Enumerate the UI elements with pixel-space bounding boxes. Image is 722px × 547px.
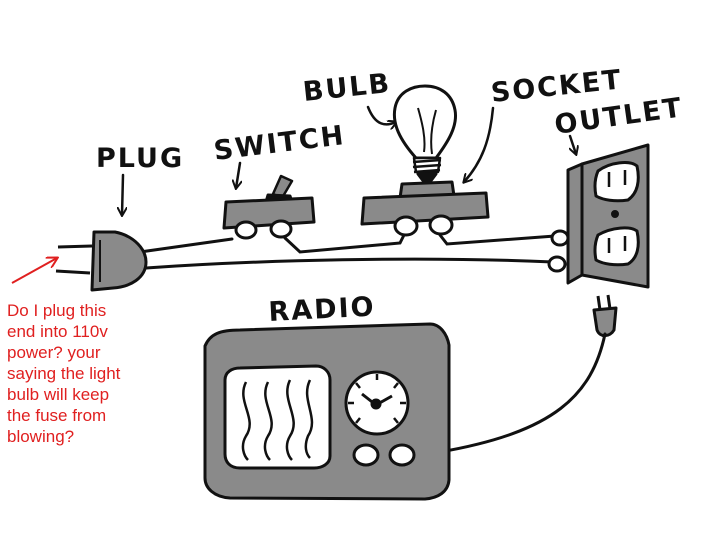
label-radio: RADIO xyxy=(268,291,377,328)
switch xyxy=(222,174,316,240)
outlet xyxy=(547,143,650,289)
question-line: blowing? xyxy=(7,427,75,446)
question-line: Do I plug this xyxy=(7,301,107,320)
question-line: power? your xyxy=(7,343,101,362)
arrow-socket xyxy=(464,106,495,182)
annotation-arrow xyxy=(11,258,57,284)
question-note: Do I plug this end into 110v power? your… xyxy=(7,300,157,447)
label-arrows xyxy=(122,105,576,215)
wires xyxy=(138,231,557,270)
radio-plug xyxy=(592,294,618,338)
radio xyxy=(203,322,451,501)
question-line: end into 110v xyxy=(7,322,108,341)
socket xyxy=(360,180,490,237)
arrow-switch xyxy=(236,161,240,188)
arrow-plug xyxy=(122,173,123,215)
label-bulb: BULB xyxy=(301,68,392,108)
radio-cord xyxy=(438,332,607,454)
label-switch: SWITCH xyxy=(212,120,347,167)
plug xyxy=(55,230,148,292)
arrow-bulb xyxy=(366,105,396,124)
question-line: the fuse from xyxy=(7,406,107,425)
question-line: saying the light xyxy=(7,364,121,383)
arrow-outlet xyxy=(570,134,576,154)
bulb xyxy=(392,84,458,184)
label-plug: PLUG xyxy=(96,143,184,174)
question-line: bulb will keep xyxy=(7,385,110,404)
